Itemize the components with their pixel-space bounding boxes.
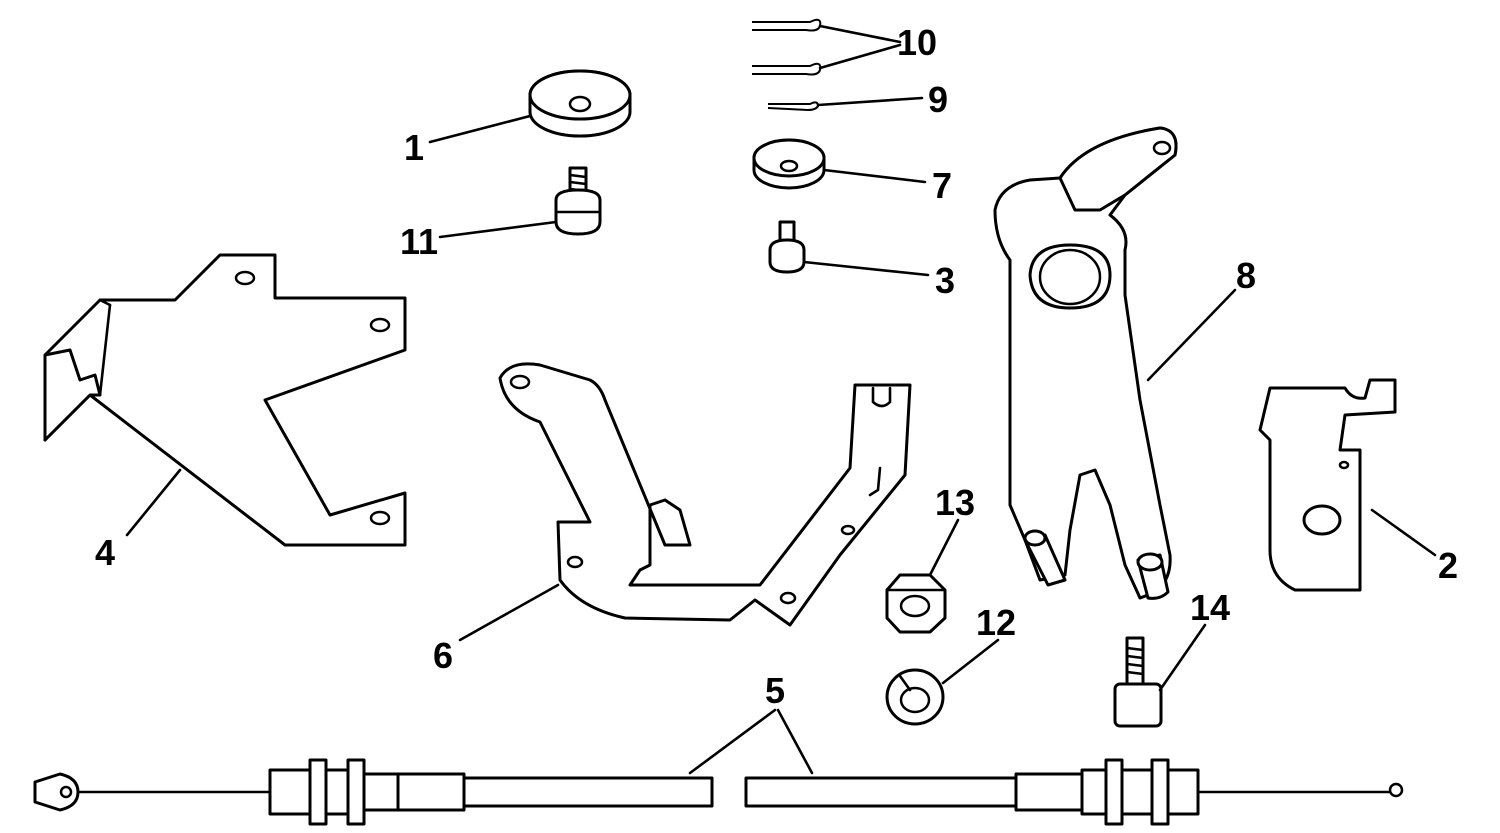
part-12-lock-washer bbox=[885, 668, 945, 726]
part-14-bolt bbox=[1113, 636, 1163, 728]
part-1-washer bbox=[528, 69, 632, 138]
part-13-hex-nut bbox=[885, 573, 947, 634]
callout-13: 13 bbox=[935, 482, 975, 523]
callout-7: 7 bbox=[932, 165, 952, 206]
part-3-pin bbox=[768, 220, 806, 274]
leader-lines bbox=[125, 24, 1437, 775]
callout-12: 12 bbox=[976, 602, 1016, 643]
callout-9: 9 bbox=[928, 79, 948, 120]
callout-1: 1 bbox=[404, 127, 424, 168]
callout-10: 10 bbox=[897, 22, 937, 63]
callout-5: 5 bbox=[765, 670, 785, 711]
part-6-lever-bracket bbox=[498, 362, 912, 627]
callout-labels: 1 2 3 4 5 6 7 8 9 10 11 12 13 14 bbox=[95, 22, 1458, 711]
callout-8: 8 bbox=[1236, 255, 1256, 296]
part-7-washer bbox=[752, 138, 826, 190]
part-2-bracket bbox=[1258, 378, 1397, 592]
callout-2: 2 bbox=[1438, 545, 1458, 586]
part-8-shift-lever bbox=[993, 126, 1178, 600]
part-11-screw bbox=[554, 166, 602, 236]
callout-4: 4 bbox=[95, 532, 115, 573]
part-5-cable-right bbox=[744, 758, 1404, 826]
callout-11: 11 bbox=[400, 221, 438, 262]
callout-3: 3 bbox=[935, 260, 955, 301]
callout-6: 6 bbox=[433, 635, 453, 676]
part-4-bracket bbox=[43, 253, 407, 547]
part-5-cable-left bbox=[33, 758, 714, 826]
callout-14: 14 bbox=[1190, 587, 1230, 628]
part-10-cotter-pins bbox=[752, 18, 822, 76]
part-9-pin bbox=[767, 101, 820, 112]
